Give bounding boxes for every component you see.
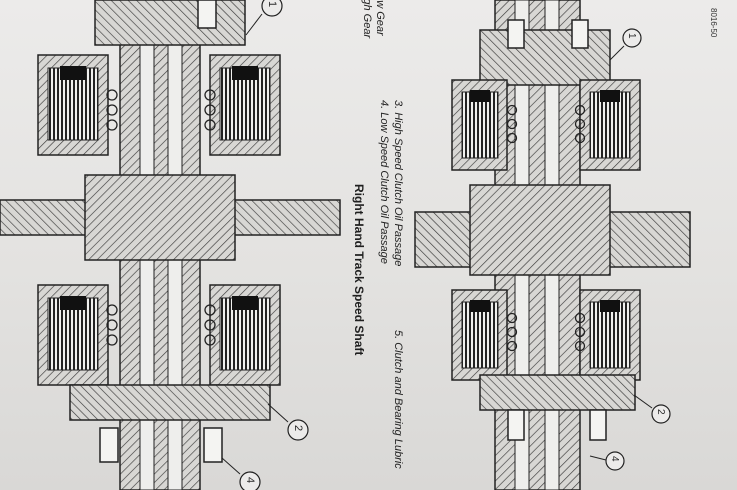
callout-4-right xyxy=(589,451,625,471)
callout-number-2-right: 2 xyxy=(655,409,666,415)
legend-high-gear: High Gear xyxy=(361,0,373,39)
callout-1-left xyxy=(245,0,283,36)
callout-1-right xyxy=(609,28,642,61)
callout-number-4-right: 4 xyxy=(609,456,620,462)
callout-2-left xyxy=(267,403,309,441)
page-number: 8016-50 xyxy=(709,8,718,38)
legend-low-gear: Low Gear xyxy=(374,0,386,36)
figure-title: Right Hand Track Speed Shaft xyxy=(352,184,366,356)
legend-item-4: 4. Low Speed Clutch Oil Passage xyxy=(378,100,390,264)
callout-number-2-left: 2 xyxy=(292,425,304,432)
callout-number-1-left: 1 xyxy=(266,1,278,8)
callout-number-1-right: 1 xyxy=(626,33,637,39)
legend-item-5: 5. Clutch and Bearing Lubric xyxy=(392,330,404,469)
legend-item-3: 3. High Speed Clutch Oil Passage xyxy=(392,100,404,267)
right-shaft-assembly xyxy=(414,0,691,490)
callout-number-4-left: 4 xyxy=(244,477,256,484)
callout-4-left xyxy=(221,457,261,490)
left-shaft-assembly xyxy=(0,0,341,490)
callout-2-right xyxy=(633,394,671,424)
